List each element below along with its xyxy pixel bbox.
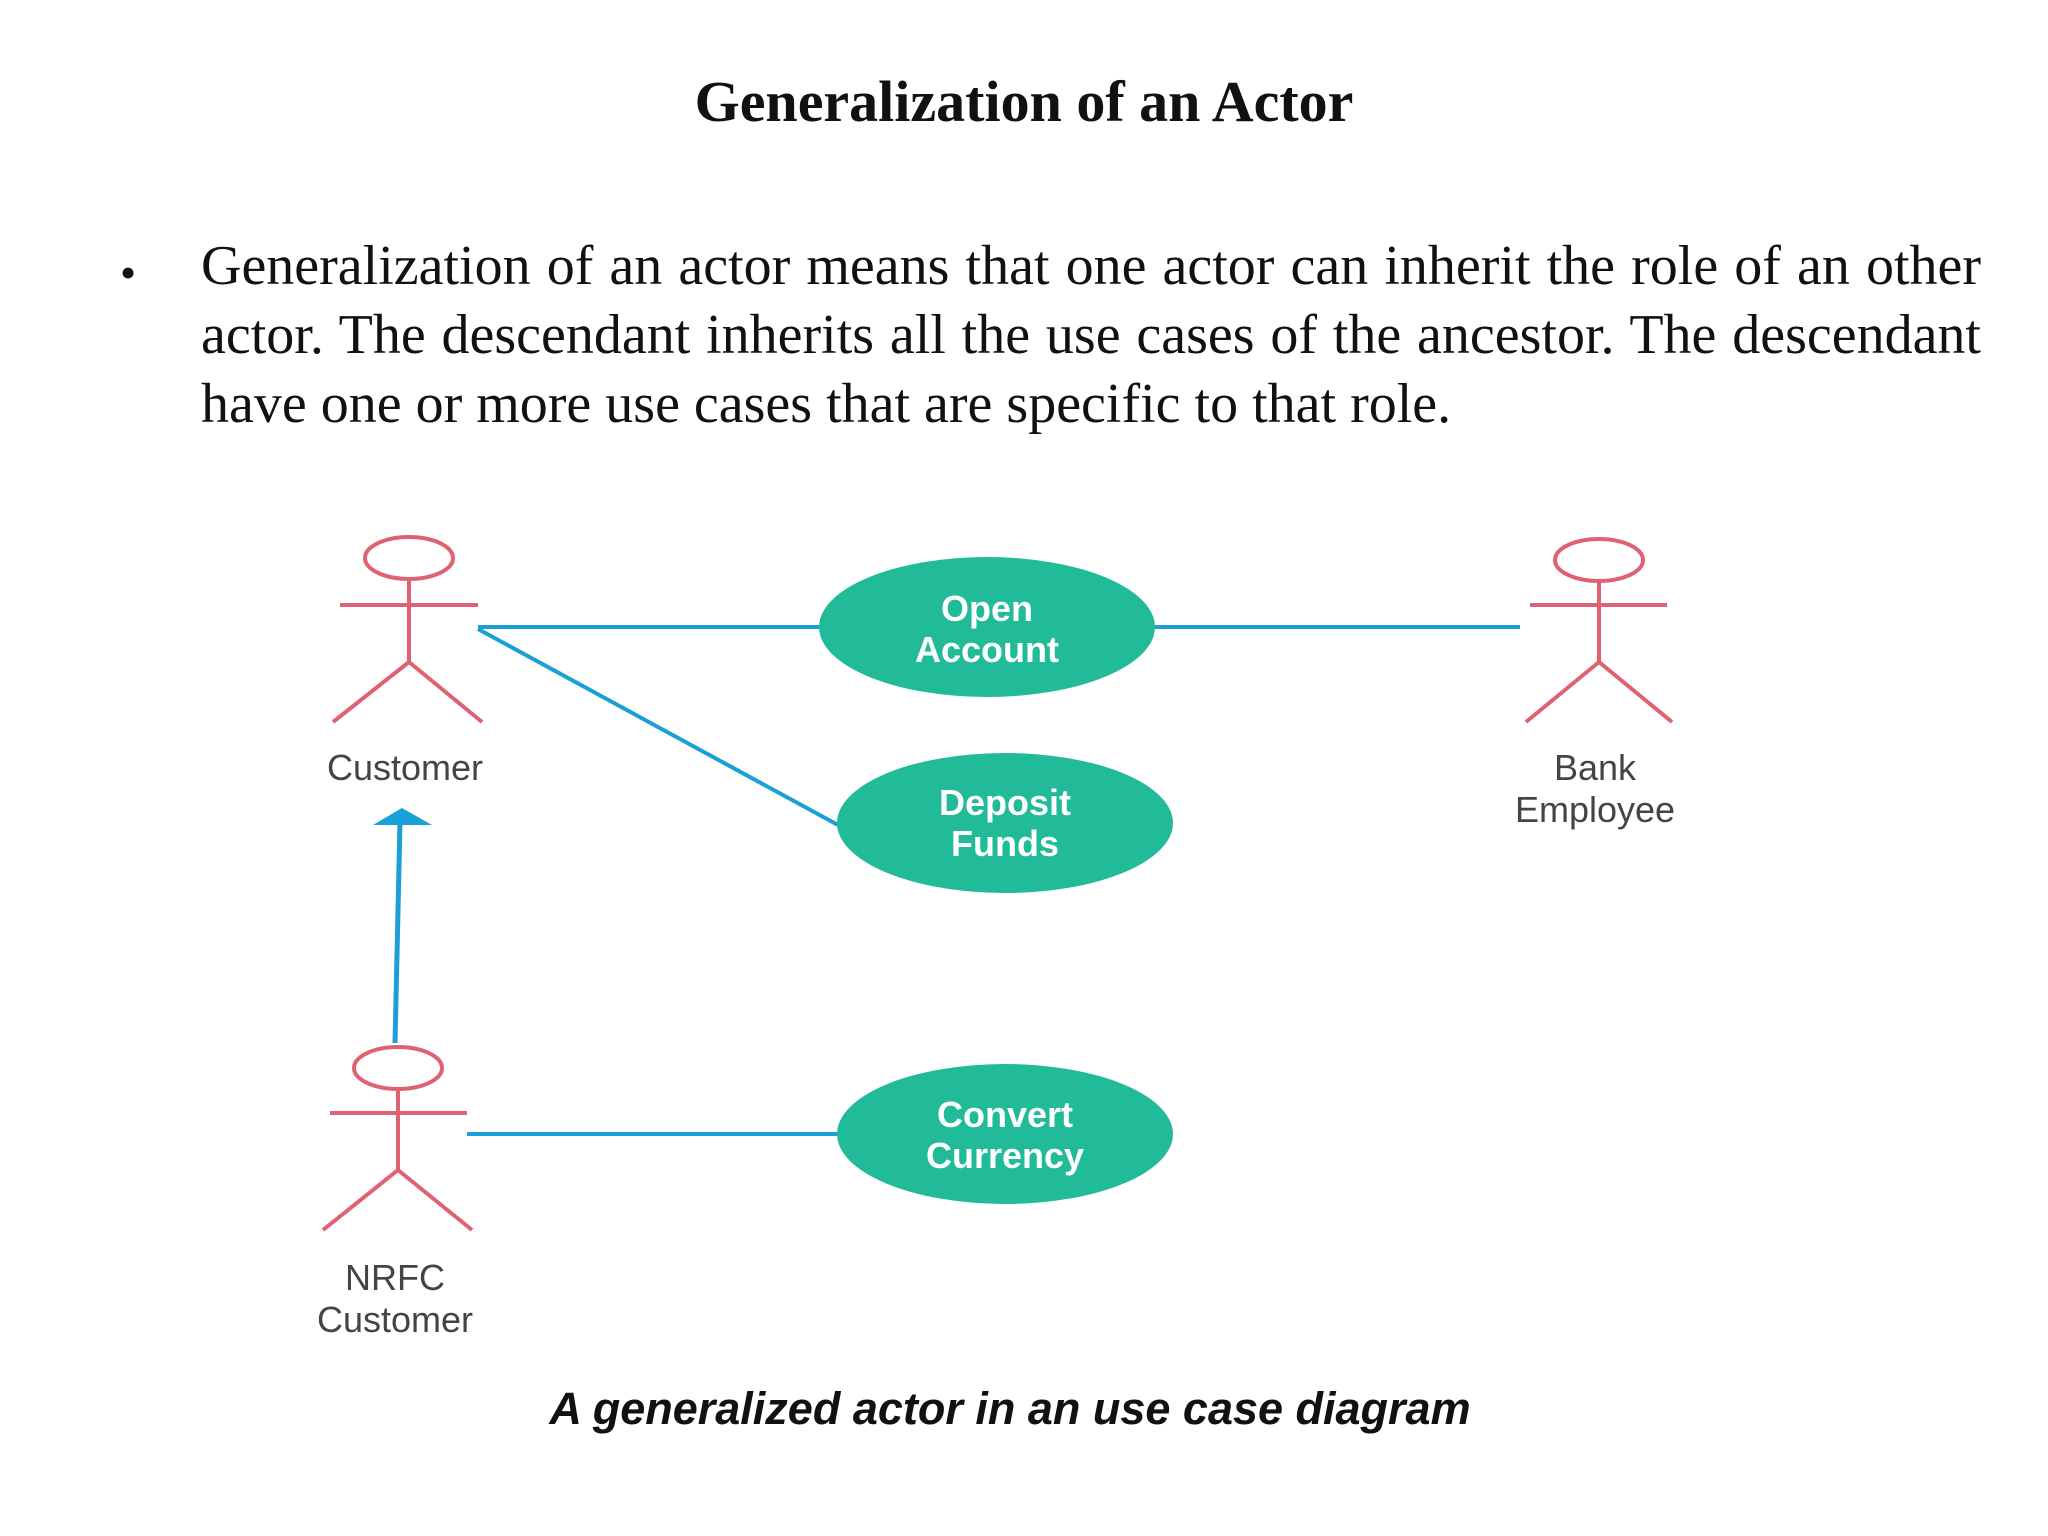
actor-nrfc-customer-left-leg (321, 1168, 400, 1232)
generalization-nrfc-customer-to-customer (373, 808, 432, 1044)
slide-title: Generalization of an Actor (694, 69, 1354, 134)
use-case-open-account: Open Account (819, 557, 1155, 697)
actor-nrfc-customer-right-leg (396, 1168, 474, 1232)
use-case-deposit-funds-label-line-1: Deposit (939, 782, 1071, 823)
actor-nrfc-customer (321, 1045, 474, 1232)
actor-customer-label: Customer (327, 747, 483, 788)
actor-customer-left-leg (331, 660, 411, 724)
actor-bank-employee-label-line-1: Bank (1554, 747, 1637, 788)
actor-bank-employee (1524, 537, 1674, 724)
actor-bank-employee-head (1553, 537, 1645, 583)
association-customer-deposit-funds (477, 627, 839, 827)
use-case-deposit-funds: Deposit Funds (837, 753, 1173, 893)
figure-caption: A generalized actor in an use case diagr… (549, 1383, 1471, 1434)
actor-nrfc-customer-label-line-1: NRFC (345, 1257, 445, 1298)
associations (467, 625, 1520, 1136)
use-case-convert-currency-label-line-1: Convert (937, 1094, 1073, 1135)
generalization-arrowhead-icon (373, 808, 432, 825)
actor-customer-right-leg (407, 660, 484, 724)
actor-nrfc-customer-head (352, 1045, 444, 1091)
use-case-open-account-label-line-1: Open (941, 588, 1033, 629)
actor-bank-employee-label-line-2: Employee (1515, 789, 1675, 830)
actor-customer (331, 535, 484, 724)
use-case-deposit-funds-shape (837, 753, 1173, 893)
bullet-text: Generalization of an actor means that on… (201, 235, 1981, 435)
use-case-convert-currency: Convert Currency (837, 1064, 1173, 1204)
use-case-open-account-label-line-2: Account (915, 629, 1059, 670)
generalization-line (392, 821, 403, 1044)
use-case-open-account-shape (819, 557, 1155, 697)
actor-nrfc-customer-label-line-2: Customer (317, 1299, 473, 1340)
bullet-point-icon: • (120, 247, 137, 298)
actor-bank-employee-left-leg (1524, 660, 1601, 724)
use-case-convert-currency-label-line-2: Currency (926, 1135, 1084, 1176)
use-case-convert-currency-shape (837, 1064, 1173, 1204)
actor-customer-head (363, 535, 455, 581)
actor-bank-employee-right-leg (1597, 660, 1674, 724)
use-case-deposit-funds-label-line-2: Funds (951, 823, 1059, 864)
